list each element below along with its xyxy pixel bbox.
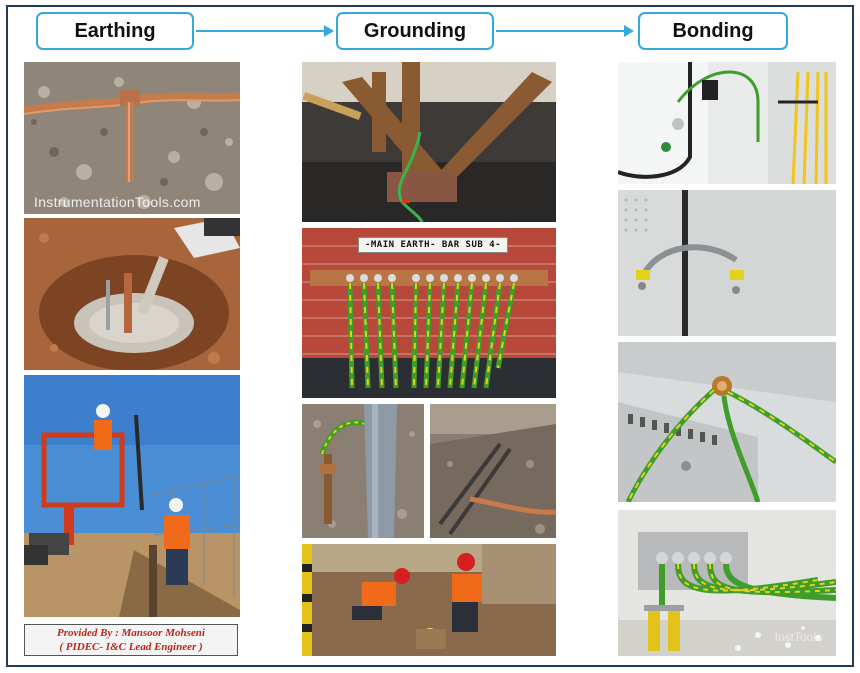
credit-line-2: ( PIDEC- I&C Lead Engineer ) xyxy=(59,641,203,653)
header-earthing: Earthing xyxy=(36,12,194,50)
grounding-photo-main-earth-bar: -MAIN EARTH- BAR SUB 4- xyxy=(302,228,556,398)
credit-box: Provided By : Mansoor Mohseni ( PIDEC- I… xyxy=(24,624,238,656)
grounding-photo-trench-cable xyxy=(430,404,556,538)
bonding-photo-panel-jumper xyxy=(618,62,836,184)
grounding-photo-pole-clamp xyxy=(302,404,424,538)
earth-bar-label: -MAIN EARTH- BAR SUB 4- xyxy=(358,237,508,253)
earthing-photo-copper-rod: InstrumentationTools.com xyxy=(24,62,240,214)
header-bonding: Bonding xyxy=(638,12,788,50)
header-grounding: Grounding xyxy=(336,12,494,50)
credit-line-1: Provided By : Mansoor Mohseni xyxy=(57,627,205,639)
grounding-photo-welding-workers xyxy=(302,544,556,656)
arrow-right-icon xyxy=(496,25,634,37)
grounding-photo-steel-structure xyxy=(302,62,556,222)
watermark-text: InstTools xyxy=(774,630,822,644)
bonding-photo-earth-bar-conduits: InstTools xyxy=(618,510,836,656)
watermark-text: InstrumentationTools.com xyxy=(34,194,201,210)
arrow-right-icon xyxy=(196,25,334,37)
bonding-photo-door-strap xyxy=(618,190,836,336)
bonding-photo-cable-tray xyxy=(618,342,836,502)
earthing-photo-pit-backfill xyxy=(24,218,240,370)
earthing-photo-trench-workers xyxy=(24,375,240,617)
